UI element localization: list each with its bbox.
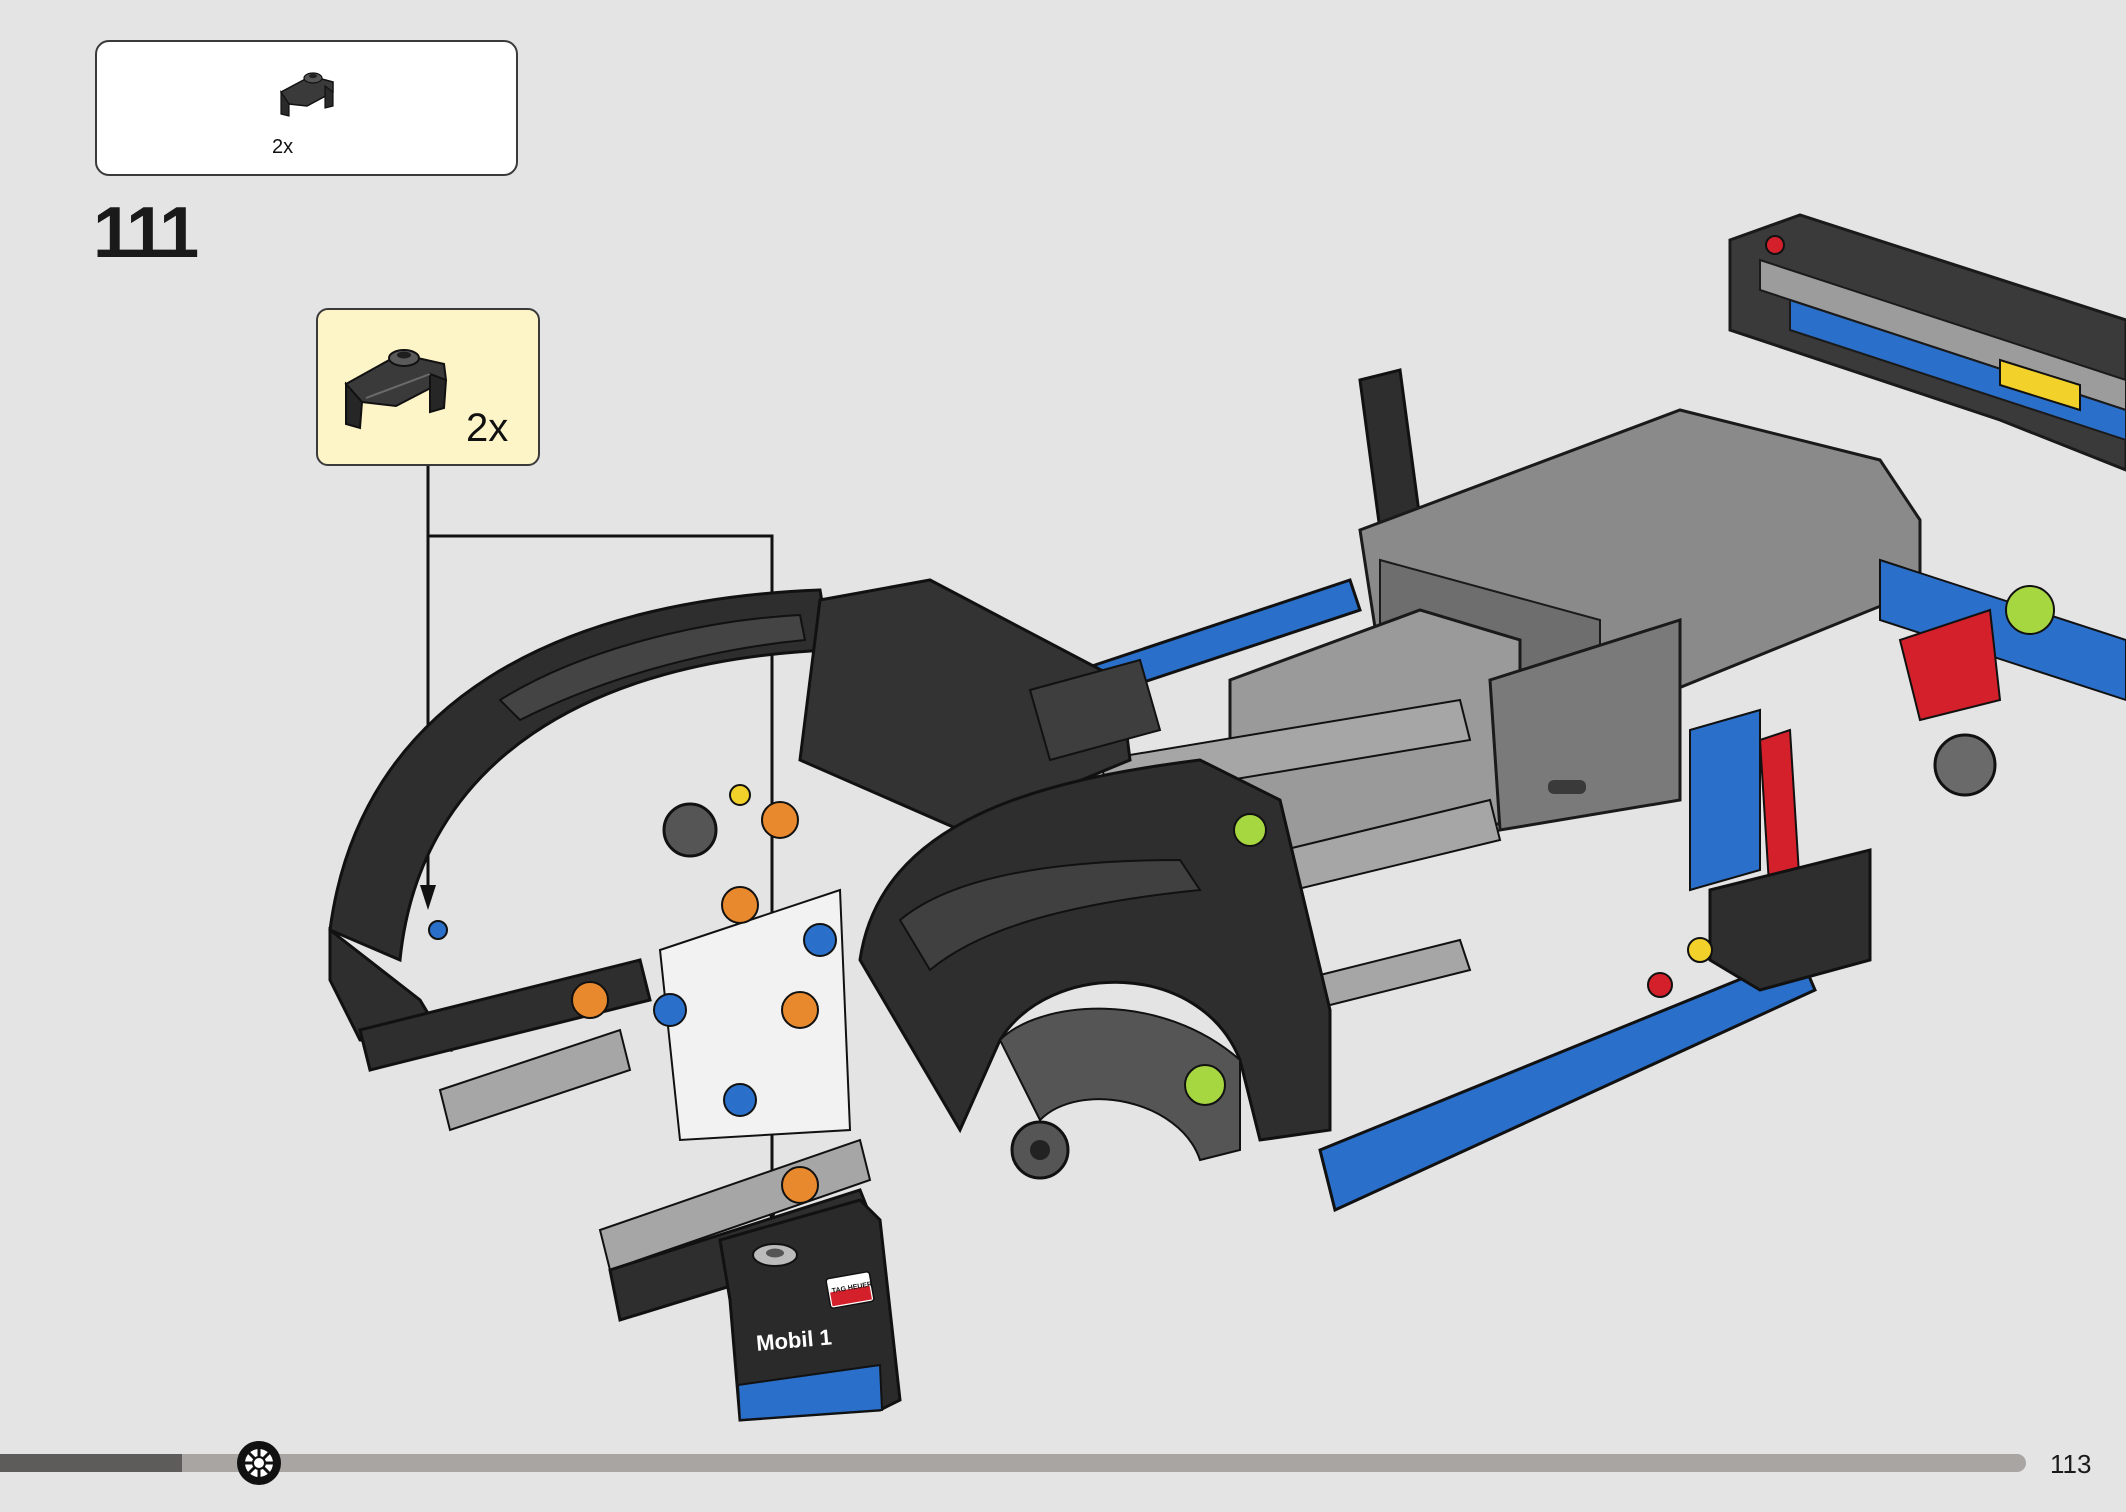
step-number: 111	[93, 193, 199, 273]
technic-bracket-piece-icon	[344, 349, 448, 430]
front-pillar	[718, 1198, 902, 1422]
battery-box	[1228, 408, 1922, 862]
progress-bar	[0, 1454, 2026, 1472]
callout-quantity: 2x	[466, 406, 509, 450]
front-left-fender	[328, 588, 832, 1052]
rear-frame	[1728, 213, 2126, 472]
front-frame	[798, 578, 1162, 832]
gear-icon	[237, 1441, 281, 1485]
progress-fill	[0, 1454, 182, 1472]
parts-list-box: 2x	[95, 40, 518, 176]
page-number: 113	[2050, 1449, 2092, 1479]
technic-bracket-piece-icon	[279, 72, 334, 117]
callout-box: 2x	[316, 308, 540, 466]
front-right-fender	[858, 758, 1332, 1162]
blue-beam-lower	[1318, 953, 1817, 1213]
parts-quantity: 2x	[272, 136, 294, 158]
